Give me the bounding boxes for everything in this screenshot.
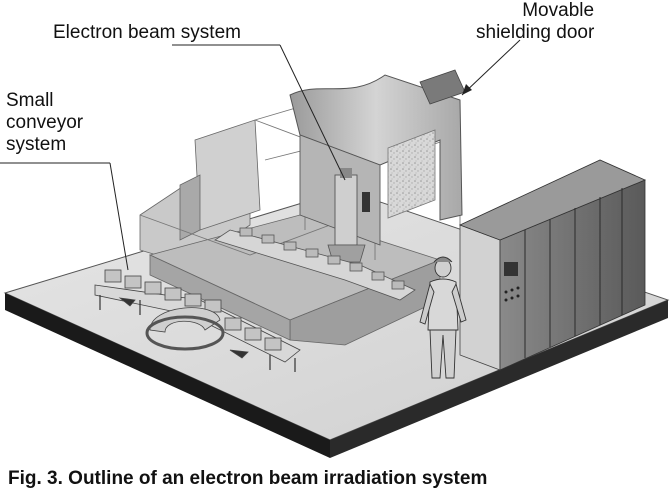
movable-shielding-door-label: Movable shielding door xyxy=(476,0,595,44)
leader-lines xyxy=(0,39,521,271)
small-conveyor-label: Small conveyor system xyxy=(6,90,83,156)
conveyor-line-3: system xyxy=(6,134,67,155)
conveyor-line-1: Small xyxy=(6,90,54,111)
figure-caption: Fig. 3. Outline of an electron beam irra… xyxy=(8,468,488,489)
small-conveyor xyxy=(94,269,301,372)
worker-figure xyxy=(419,256,467,379)
conveyor-line-2: conveyor xyxy=(6,112,84,133)
internal-conveyor xyxy=(214,227,416,301)
control-cabinets xyxy=(458,159,647,371)
electron-beam-system-text: Electron beam system xyxy=(53,22,241,43)
shielding-door-line-2: shielding door xyxy=(476,22,595,43)
irradiation-system-illustration xyxy=(0,39,670,458)
accelerator-column xyxy=(327,168,370,263)
electron-beam-hood xyxy=(289,69,466,246)
electron-beam-system-label: Electron beam system xyxy=(53,22,241,44)
shielding-door-line-1: Movable xyxy=(522,0,595,21)
